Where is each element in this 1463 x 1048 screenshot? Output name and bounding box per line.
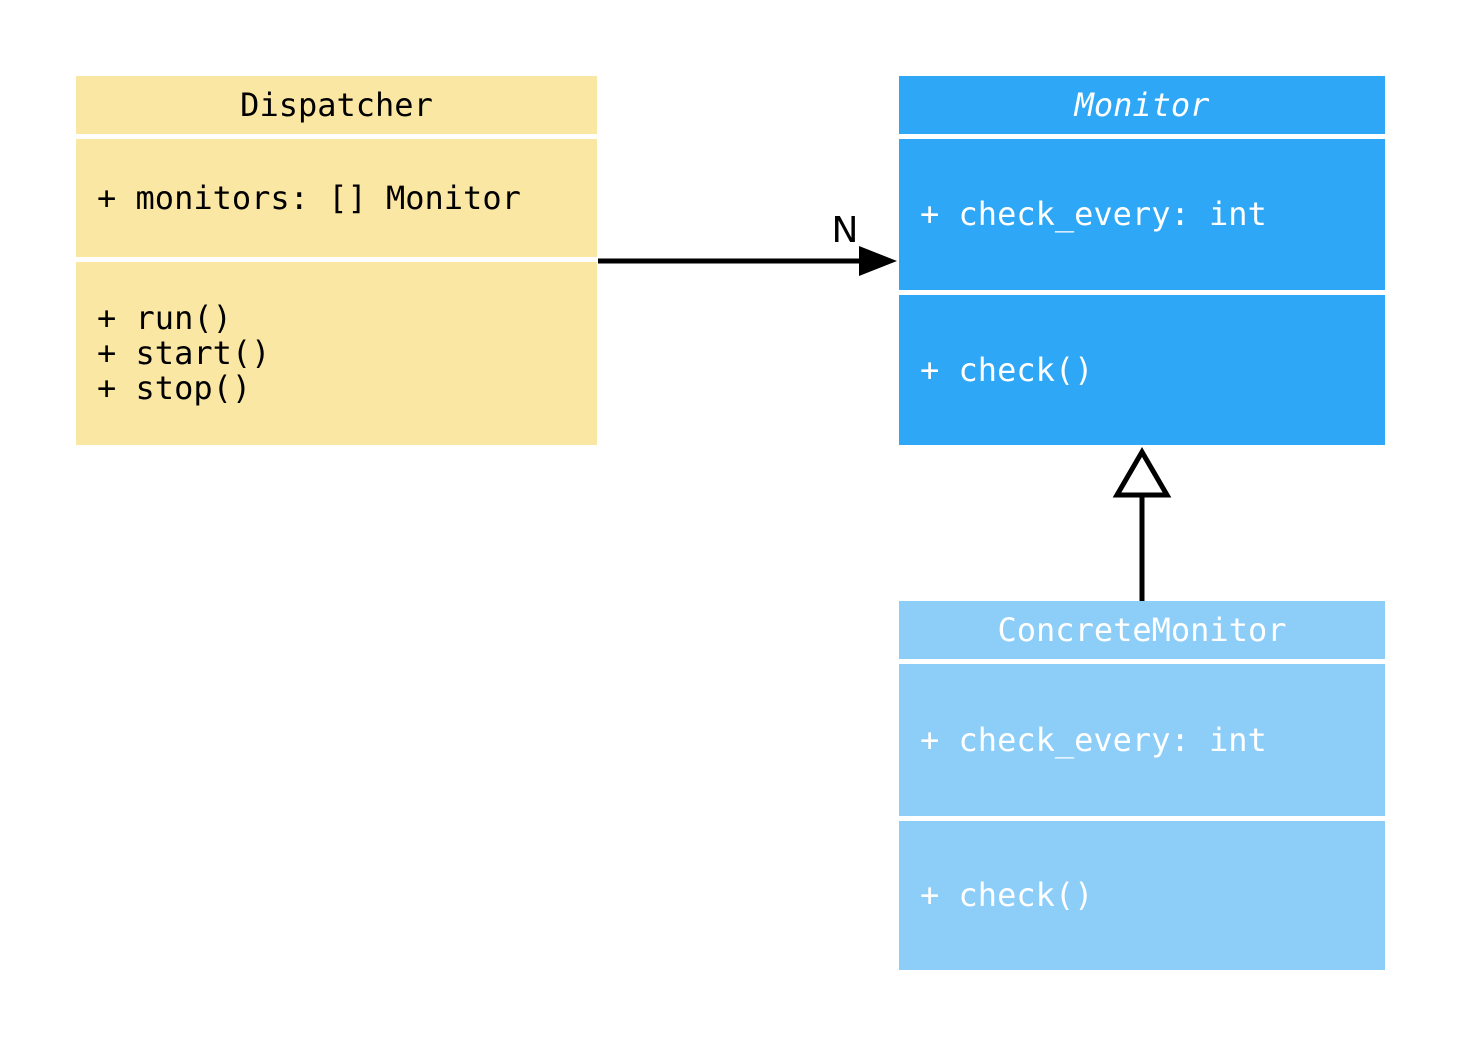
method-line: + start() (97, 334, 271, 372)
class-box-monitor: Monitor + check_every: int + check() (899, 76, 1385, 445)
method-line: + stop() (97, 369, 252, 407)
class-box-dispatcher: Dispatcher + monitors: [] Monitor + run(… (76, 76, 597, 445)
class-title-concrete-monitor: ConcreteMonitor (899, 601, 1385, 659)
attribute-line: + check_every: int (920, 720, 1267, 759)
attribute-line: + check_every: int (920, 195, 1267, 233)
class-attributes-concrete-monitor: + check_every: int (899, 664, 1385, 816)
class-title-monitor: Monitor (899, 76, 1385, 134)
inheritance-triangle-icon (1112, 447, 1172, 498)
attribute-line: + monitors: [] Monitor (97, 178, 521, 217)
method-line: + run() (97, 299, 232, 337)
method-line: + check() (920, 350, 1094, 389)
association-arrowhead-icon (859, 246, 897, 276)
class-title-dispatcher: Dispatcher (76, 76, 597, 134)
class-methods-monitor: + check() (899, 295, 1385, 445)
class-attributes-monitor: + check_every: int (899, 139, 1385, 290)
class-methods-dispatcher: + run() + start() + stop() (76, 262, 597, 445)
method-line: + check() (920, 876, 1094, 914)
association-multiplicity-label: N (832, 210, 859, 251)
class-attributes-dispatcher: + monitors: [] Monitor (76, 139, 597, 257)
class-methods-concrete-monitor: + check() (899, 821, 1385, 970)
class-box-concrete-monitor: ConcreteMonitor + check_every: int + che… (899, 601, 1385, 970)
